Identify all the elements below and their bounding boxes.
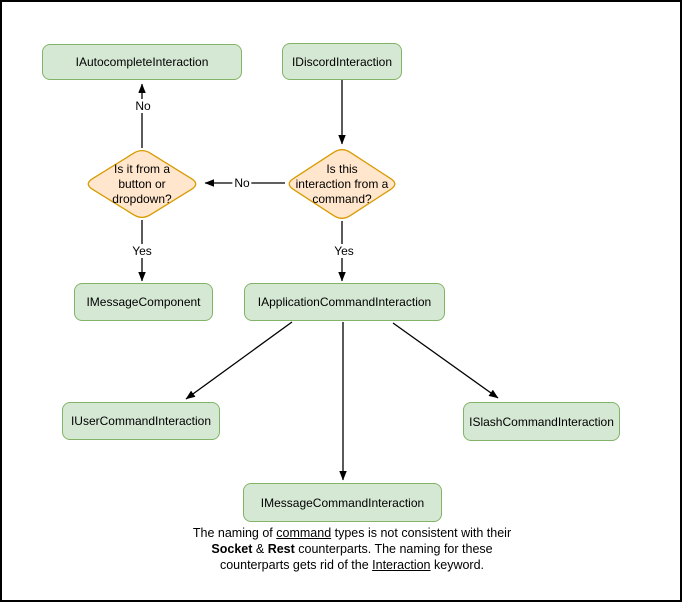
note-underlined-interaction: Interaction: [372, 558, 431, 572]
note-text: The naming of: [192, 526, 277, 540]
decision-line: button or: [118, 177, 166, 191]
node-discord-interaction: IDiscordInteraction: [282, 43, 402, 80]
edge-label-no-button-dropdown: No: [232, 176, 252, 190]
decision-from-command-label: Is this interaction from a command?: [285, 162, 399, 207]
edge-label-yes-message-component: Yes: [130, 244, 154, 258]
decision-button-dropdown-label: Is it from a button or dropdown?: [92, 162, 192, 207]
decision-line: command?: [312, 192, 372, 206]
decision-line: Is this: [326, 162, 358, 176]
edge-application-command-to-user-command: [185, 321, 293, 400]
note-text: counterparts gets rid of the: [219, 558, 373, 572]
edge-label-yes-application-command: Yes: [332, 244, 356, 258]
note-underlined-command: command: [276, 526, 332, 540]
node-message-component: IMessageComponent: [74, 283, 213, 321]
decision-line: dropdown?: [112, 192, 172, 206]
naming-note-line1: The naming of command types is not consi…: [12, 525, 680, 541]
naming-note-line3: counterparts gets rid of the Interaction…: [12, 557, 680, 573]
note-text: &: [252, 542, 268, 556]
node-application-command-interaction: IApplicationCommandInteraction: [244, 283, 445, 321]
node-user-command-interaction: IUserCommandInteraction: [62, 402, 220, 440]
note-bold-rest: Rest: [267, 542, 295, 556]
decision-line: Is it from a: [113, 162, 170, 176]
decision-line: interaction from a: [295, 177, 389, 191]
edge-application-command-to-slash-command: [392, 322, 499, 399]
note-bold-socket: Socket: [211, 542, 253, 556]
naming-note-line2: Socket & Rest counterparts. The naming f…: [12, 541, 680, 557]
note-text: counterparts. The naming for these: [294, 542, 493, 556]
naming-note: The naming of command types is not consi…: [12, 525, 680, 573]
edge-label-no-autocomplete: No: [133, 99, 153, 113]
node-message-command-interaction: IMessageCommandInteraction: [243, 483, 442, 522]
node-slash-command-interaction: ISlashCommandInteraction: [463, 402, 620, 441]
note-text: types is not consistent with their: [331, 526, 512, 540]
note-text: keyword.: [430, 558, 485, 572]
node-autocomplete-interaction: IAutocompleteInteraction: [42, 44, 242, 80]
